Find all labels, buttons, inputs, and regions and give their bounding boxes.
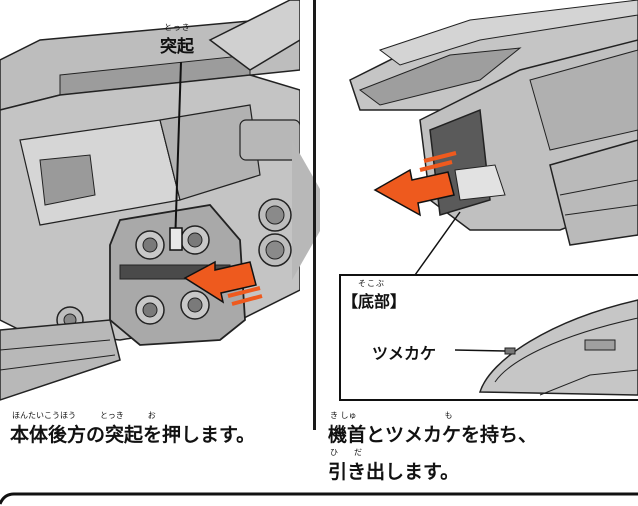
pull-arrow bbox=[373, 151, 457, 217]
left-caption-ruby: ほんたいこうほう とっき お bbox=[12, 411, 156, 420]
right-caption-line-2: 引き出します。 bbox=[328, 461, 460, 483]
left-illustration-panel: とっき 突起 bbox=[0, 0, 300, 430]
right-caption-ruby-1: き しゅ も bbox=[330, 411, 453, 420]
bottom-label: 【底部】 bbox=[342, 292, 407, 311]
right-caption-line-1: 機首とツメカケを持ち、 bbox=[328, 424, 538, 446]
protrusion-label-ruby: とっき bbox=[164, 23, 191, 32]
bottom-pointer-line bbox=[414, 211, 461, 276]
step-arrow-icon bbox=[292, 140, 332, 280]
protrusion-label: 突起 bbox=[160, 37, 194, 57]
tab-label: ツメカケ bbox=[372, 344, 437, 363]
protrusion-marker bbox=[169, 227, 183, 251]
protrusion-pointer-line bbox=[174, 61, 182, 246]
right-illustration-panel: そこぶ 【底部】 ツメカケ bbox=[320, 0, 638, 430]
tab-notch-marker bbox=[504, 347, 516, 355]
panel-divider bbox=[313, 0, 316, 430]
ship-front-illustration bbox=[339, 0, 638, 401]
push-arrow bbox=[183, 260, 263, 306]
left-caption: 本体後方の突起を押します。 bbox=[10, 424, 256, 446]
page-bottom-border bbox=[0, 492, 638, 505]
rear-nozzles bbox=[135, 225, 210, 325]
nose-underside-illustration bbox=[478, 299, 638, 396]
bottom-label-ruby: そこぶ bbox=[358, 279, 385, 288]
ship-rear-illustration bbox=[0, 0, 300, 401]
right-caption-ruby-2: ひ だ bbox=[330, 448, 362, 457]
tab-pointer-line bbox=[454, 349, 506, 352]
